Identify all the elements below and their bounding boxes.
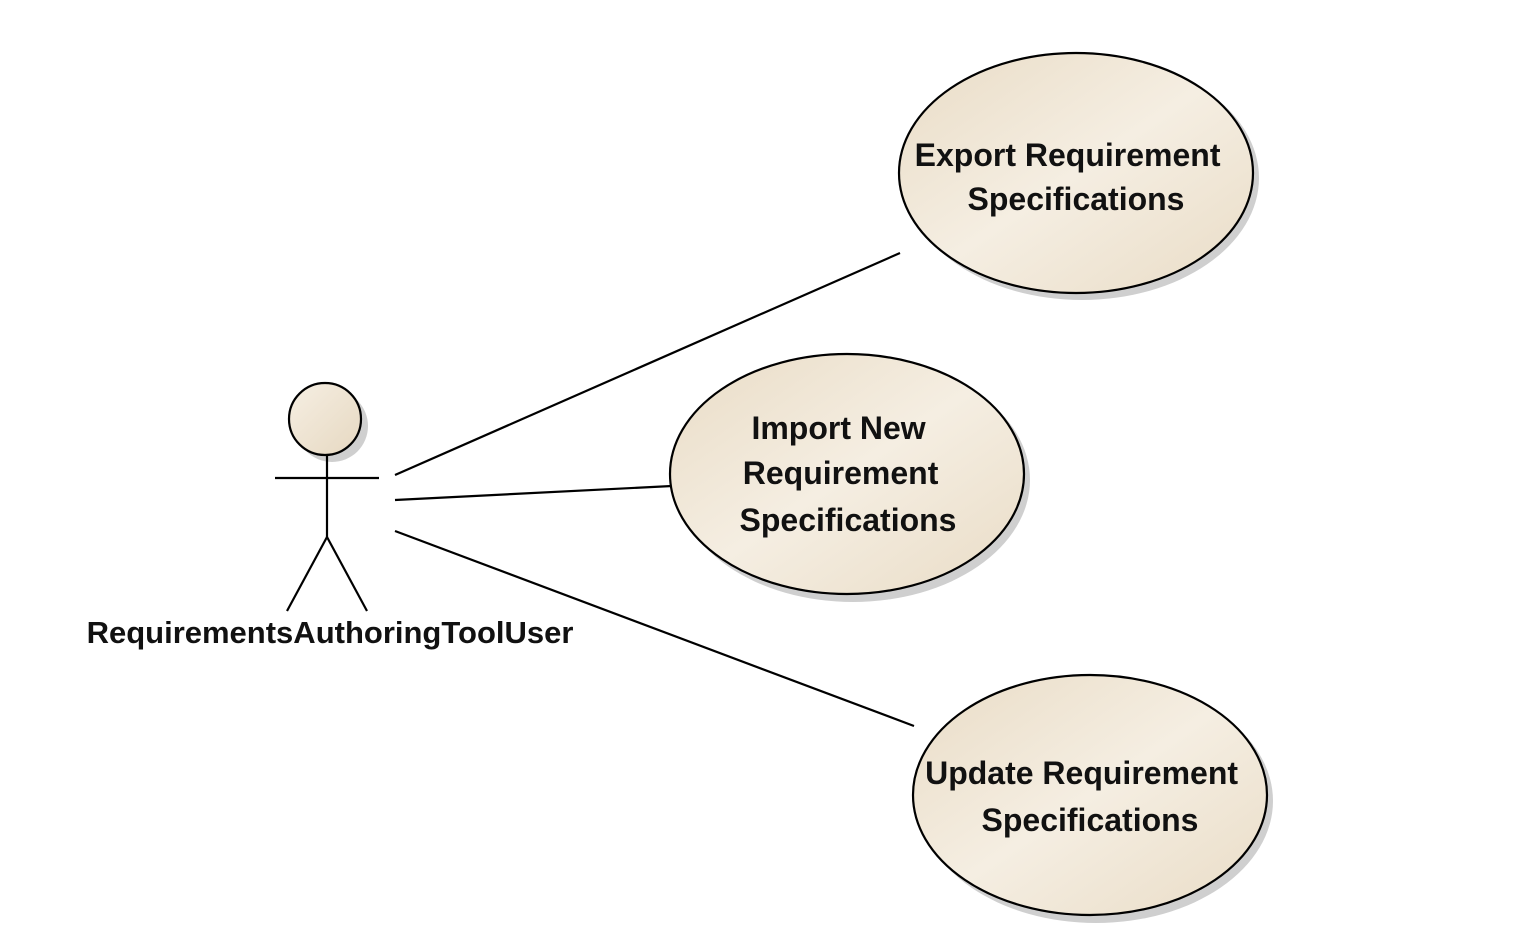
- use-case-export[interactable]: Export Requirement Specifications: [897, 51, 1259, 300]
- use-case-update[interactable]: Update Requirement Specifications: [911, 673, 1273, 923]
- use-case-oval: [911, 673, 1269, 917]
- use-case-label: Update Requirement Specifications: [925, 755, 1247, 838]
- use-case-oval: [668, 352, 1026, 596]
- actor-name: RequirementsAuthoringToolUser: [87, 615, 574, 650]
- actor-stick-figure-icon: [275, 381, 379, 612]
- use-case-label-line: Export Requirement: [915, 137, 1221, 173]
- use-case-label-line: Import New: [751, 410, 925, 446]
- actor[interactable]: RequirementsAuthoringToolUser: [87, 381, 574, 650]
- use-case-label-line: Specifications: [982, 802, 1199, 838]
- use-case-label: Import New Requirement Specifications: [740, 410, 957, 538]
- association-import: [394, 484, 673, 502]
- use-case-label-line: Specifications: [740, 502, 957, 538]
- associations: [394, 251, 915, 728]
- association-export: [394, 251, 901, 477]
- association-update: [394, 529, 915, 728]
- use-case-oval: [897, 51, 1255, 295]
- use-case-label: Export Requirement Specifications: [915, 137, 1230, 217]
- use-case-label-line: Update Requirement: [925, 755, 1238, 791]
- use-case-import[interactable]: Import New Requirement Specifications: [668, 352, 1030, 602]
- use-case-label-line: Requirement: [743, 455, 939, 491]
- use-case-label-line: Specifications: [968, 181, 1185, 217]
